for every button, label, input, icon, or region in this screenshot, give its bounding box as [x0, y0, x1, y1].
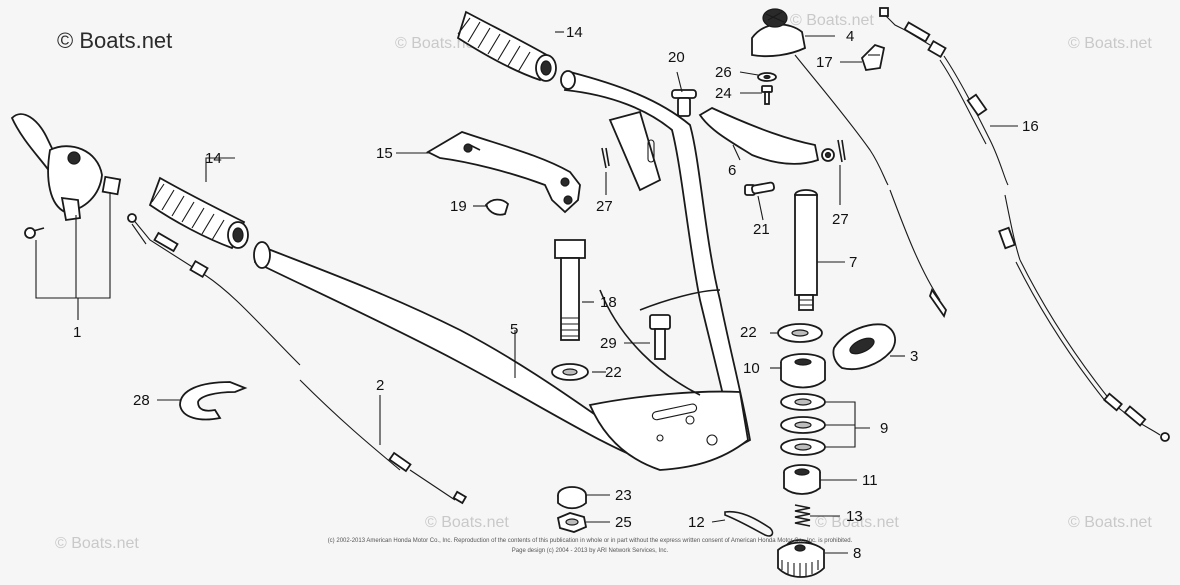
- callout-5: 5: [510, 321, 518, 338]
- page-design-line: Page design (c) 2004 - 2013 by ARI Netwo…: [512, 548, 669, 554]
- rubber-mount-part-11[interactable]: [783, 464, 821, 495]
- callout-18: 18: [600, 294, 617, 311]
- callout-27: 27: [596, 198, 613, 215]
- pivot-shaft-part-7[interactable]: [794, 189, 818, 311]
- washer-part-26[interactable]: [757, 72, 777, 82]
- washer-set-part-9[interactable]: [780, 393, 826, 456]
- watermark: © Boats.net: [1068, 35, 1152, 52]
- callout-7: 7: [849, 254, 857, 271]
- clip-part-17[interactable]: [860, 43, 886, 71]
- cotter-pin-part-27-left[interactable]: [601, 147, 610, 169]
- callout-11: 11: [862, 472, 878, 489]
- grip-part-14-top[interactable]: [456, 10, 557, 82]
- washer-part-22-left[interactable]: [551, 363, 589, 381]
- callout-14: 14: [566, 24, 583, 41]
- callout-6: 6: [728, 162, 736, 179]
- friction-knob-part-8[interactable]: [777, 539, 825, 578]
- cable-band-part-28[interactable]: [179, 381, 248, 421]
- callout-16: 16: [1022, 118, 1039, 135]
- stop-switch-part-4[interactable]: [751, 8, 889, 186]
- tiller-handle-part-5[interactable]: [253, 70, 752, 471]
- callout-23: 23: [615, 487, 632, 504]
- screw-part-24[interactable]: [761, 85, 773, 105]
- callout-20: 20: [668, 49, 685, 66]
- spring-part-13[interactable]: [794, 504, 811, 527]
- grip-part-14-left[interactable]: [148, 176, 249, 250]
- callout-10: 10: [743, 360, 760, 377]
- callout-19: 19: [450, 198, 467, 215]
- callout-14: 14: [205, 150, 222, 167]
- callout-17: 17: [816, 54, 833, 71]
- callout-13: 13: [846, 508, 863, 525]
- throttle-cable-part-2[interactable]: [127, 213, 468, 505]
- watermark: © Boats.net: [790, 12, 874, 29]
- throttle-lever-part-1[interactable]: [10, 113, 122, 239]
- callout-12: 12: [688, 514, 705, 531]
- callout-3: 3: [910, 348, 918, 365]
- callout-9: 9: [880, 420, 888, 437]
- callout-15: 15: [376, 145, 393, 162]
- callout-2: 2: [376, 377, 384, 394]
- leader-lines: [35, 31, 1018, 554]
- rubber-pad-part-3[interactable]: [832, 323, 896, 370]
- shift-lever-part-6[interactable]: [698, 106, 835, 165]
- callout-4: 4: [846, 28, 854, 45]
- callout-27: 27: [832, 211, 849, 228]
- brand-logo-text: © Boats.net: [57, 28, 172, 53]
- rubber-mount-part-10[interactable]: [780, 353, 826, 389]
- shift-bracket-part-15[interactable]: [426, 131, 581, 214]
- callout-28: 28: [133, 392, 150, 409]
- pin-part-20[interactable]: [671, 89, 697, 117]
- watermark: © Boats.net: [815, 514, 899, 531]
- cable-clip-part-12[interactable]: [724, 510, 774, 537]
- stud-bolt-part-18[interactable]: [554, 239, 586, 341]
- cotter-pin-part-27-right[interactable]: [837, 139, 846, 163]
- watermark: © Boats.net: [1068, 514, 1152, 531]
- callout-1: 1: [73, 324, 81, 341]
- callout-24: 24: [715, 85, 732, 102]
- bolt-part-29[interactable]: [649, 314, 671, 360]
- watermark-layer: © Boats.net © Boats.net © Boats.net © Bo…: [55, 12, 1152, 552]
- copyright-line: (c) 2002-2013 American Honda Motor Co., …: [328, 538, 853, 544]
- watermark: © Boats.net: [425, 514, 509, 531]
- callout-29: 29: [600, 335, 617, 352]
- nut-part-25[interactable]: [556, 512, 588, 533]
- control-cable-part-16[interactable]: [879, 7, 1170, 442]
- washer-part-22-right[interactable]: [777, 323, 823, 343]
- watermark: © Boats.net: [55, 535, 139, 552]
- callout-22: 22: [605, 364, 622, 381]
- clip-part-19[interactable]: [484, 198, 510, 216]
- pin-part-21[interactable]: [744, 181, 775, 196]
- callout-22: 22: [740, 324, 757, 341]
- callout-8: 8: [853, 545, 861, 562]
- copyright-footer: (c) 2002-2013 American Honda Motor Co., …: [328, 538, 853, 554]
- callout-labels: 14 14 1 2 3 4 5 6 7 8 9 10 11 12 13 15 1…: [73, 24, 1039, 562]
- stop-switch-wire: [889, 189, 947, 318]
- callout-25: 25: [615, 514, 632, 531]
- callout-21: 21: [753, 221, 770, 238]
- callout-26: 26: [715, 64, 732, 81]
- cap-nut-part-23[interactable]: [557, 486, 587, 510]
